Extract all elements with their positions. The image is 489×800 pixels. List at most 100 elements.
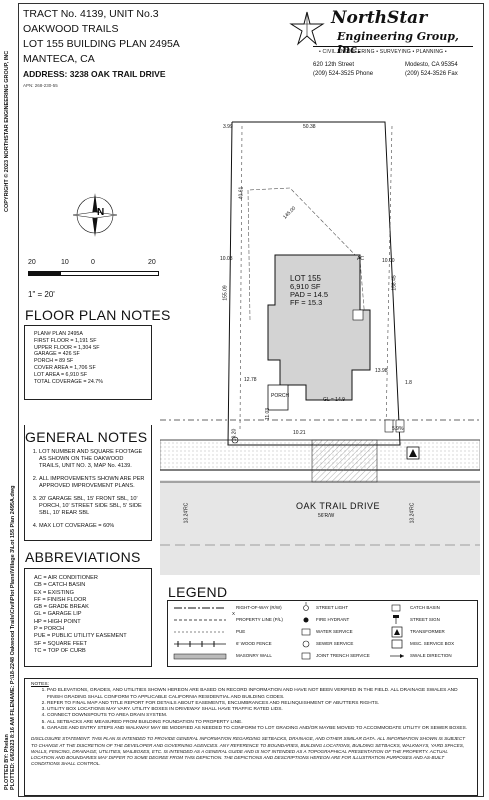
north-arrow-icon: N <box>72 193 118 237</box>
floor-note-0: PLAN# PLAN 2495A <box>34 331 83 337</box>
house-footprint <box>267 254 371 401</box>
tract-title: TRACT No. 4139, UNIT No.3 <box>23 8 159 20</box>
ff-elev: FF = 15.3 <box>290 298 323 307</box>
abbr-1: CB = CATCH BASIN <box>34 582 86 589</box>
abbreviations-box: AC = AIR CONDITIONER CB = CATCH BASIN EX… <box>24 568 152 667</box>
legend-item-pl: PROPERTY LINE (P/L) <box>236 617 283 622</box>
disclosure-statement: DISCLOSURE STATEMENT: THIS PLAN IS INTEN… <box>31 736 465 767</box>
plot-plan-drawing <box>160 121 480 575</box>
dim-10-21: 10.21 <box>293 430 306 436</box>
abbr-3: FF = FINISH FLOOR <box>34 596 87 603</box>
title-block: TRACT No. 4139, UNIT No.3 OAKWOOD TRAILS… <box>23 7 180 90</box>
dim-11-03: 11.03 <box>265 407 272 421</box>
note-6: GARAGE AND ENTRY STEPS AND WALKWAY MAY B… <box>47 726 472 732</box>
scale-tick-0: 20 <box>28 259 36 266</box>
floor-note-7: TOTAL COVERAGE = 24.7% <box>34 378 103 385</box>
driveway <box>311 439 378 483</box>
lot-title: LOT 155 BUILDING PLAN 2495A <box>23 38 180 50</box>
lot-info: LOT 155 6,910 SF PAD = 14.5 FF = 15.3 <box>290 275 328 307</box>
floor-notes-list: PLAN# PLAN 2495A FIRST FLOOR = 1,191 SF … <box>25 326 151 385</box>
dim-158-45: 158.45 <box>391 275 398 291</box>
city-title: MANTECA, CA <box>23 53 95 65</box>
general-notes-list: LOT NUMBER AND SQUARE FOOTAGE AS SHOWN O… <box>25 425 151 530</box>
curb-return-right: 13.24'RC <box>409 502 416 524</box>
legend-item-wall: MASONRY WALL <box>236 653 272 658</box>
legend-item-row: RIGHT-OF-WAY (R/W) <box>236 605 282 610</box>
abbr-6: HP = HIGH POINT <box>34 618 81 625</box>
floor-note-5: COVER AREA = 1,706 SF <box>34 364 96 371</box>
legend-item-transformer: TRANSFORMER <box>410 629 445 634</box>
general-note-4: MAX LOT COVERAGE = 60% <box>39 523 145 530</box>
scale-tick-1: 10 <box>61 259 69 266</box>
street-pavement <box>160 480 480 575</box>
abbr-2: EX = EXISTING <box>34 589 74 596</box>
legend-symbols <box>173 602 404 660</box>
floor-note-6: LOT AREA = 6,910 SF <box>34 371 88 378</box>
abbr-4: GB = GRADE BREAK <box>34 604 89 611</box>
note-1: PAD ELEVATIONS, GRADES, AND UTILITIES SH… <box>47 688 472 701</box>
porch <box>267 384 289 411</box>
general-notes-box: LOT NUMBER AND SQUARE FOOTAGE AS SHOWN O… <box>24 425 152 541</box>
legend-box <box>167 600 478 667</box>
abbr-10: TC = TOP OF CURB <box>34 647 86 654</box>
legend-item-fence: 6' WOOD FENCE <box>236 641 272 646</box>
general-notes-title: GENERAL NOTES <box>25 429 148 445</box>
plot-path-text: PLOTTED: 6/6/2023 8:16 AM FILENAME: P:\1… <box>10 485 16 790</box>
general-note-3: 20' GARAGE SBL, 15' FRONT SBL, 10' PORCH… <box>39 496 145 517</box>
logo-name: NorthStar <box>331 8 428 28</box>
address-title: ADDRESS: 3238 OAK TRAIL DRIVE <box>23 69 166 79</box>
abbreviations-title: ABBREVIATIONS <box>25 549 141 565</box>
legend-title: LEGEND <box>168 584 228 600</box>
subdivision-title: OAKWOOD TRAILS <box>23 23 119 35</box>
general-note-1: LOT NUMBER AND SQUARE FOOTAGE AS SHOWN O… <box>39 449 145 470</box>
pad-elev: PAD = 14.5 <box>290 290 329 299</box>
dim-3-99: 3.99 <box>223 124 233 130</box>
scale-tick-3: 20 <box>148 259 156 266</box>
dim-1-8: 1.8 <box>405 380 412 386</box>
lot-area: 6,910 SF <box>290 282 321 291</box>
scale-ratio: 1" = 20' <box>28 290 55 299</box>
legend-item-misc: MISC. SERVICE BOX <box>410 641 455 646</box>
notes-content: NOTES: PAD ELEVATIONS, GRADES, AND UTILI… <box>25 679 477 767</box>
legend-item-swale: SWALE DIRECTION <box>410 653 452 658</box>
floor-note-1: FIRST FLOOR = 1,191 SF <box>34 337 97 344</box>
logo-services: • CIVIL ENGINEERING • SURVEYING • PLANNI… <box>319 49 447 55</box>
dim-13-98: 13.98 <box>375 368 388 374</box>
logo-street: 620 12th Street <box>313 62 355 68</box>
dim-155-09: 155.09 <box>222 285 229 301</box>
scale-tick-2: 0 <box>91 259 95 266</box>
floor-note-3: GARAGE = 426 SF <box>34 351 80 358</box>
abbr-8: PUE = PUBLIC UTILITY EASEMENT <box>34 633 127 640</box>
svg-text:N: N <box>97 207 104 218</box>
side-margin: COPYRIGHT © 2023 NORTHSTAR ENGINEERING G… <box>2 0 16 800</box>
notes-title: NOTES: <box>31 682 49 687</box>
legend-item-pue: PUE <box>236 629 246 634</box>
lot-boundary <box>227 121 401 446</box>
dim-slope: 5.9% <box>392 426 404 432</box>
legend-item-joint: JOINT TRENCH SERVICE <box>316 653 370 658</box>
porch-label: PORCH <box>271 393 290 399</box>
note-4: CONNECT DOWNSPOUTS TO AREA DRAIN SYSTEM. <box>47 713 472 719</box>
copyright-text: COPYRIGHT © 2023 NORTHSTAR ENGINEERING G… <box>4 50 10 212</box>
note-5: ALL SETBACKS ARE MEASURED FROM BUILDING … <box>47 720 472 726</box>
legend-item-sign: STREET SIGN <box>410 617 440 622</box>
legend-box-x: X <box>232 611 236 616</box>
abbreviations-list: AC = AIR CONDITIONER CB = CATCH BASIN EX… <box>25 569 151 655</box>
legend-item-sewer: SEWER SERVICE <box>316 641 354 646</box>
floor-notes-title: FLOOR PLAN NOTES <box>25 307 171 323</box>
company-logo: NorthStar Engineering Group, Inc. • CIVI… <box>289 8 478 88</box>
note-3: UTILITY BOX LOCATIONS MAY VARY. UTILITY … <box>47 707 472 713</box>
star-logo-icon <box>289 11 325 46</box>
abbr-5: GL = GARAGE LIP <box>34 611 82 618</box>
abbr-0: AC = AIR CONDITIONER <box>34 575 98 581</box>
legend-item-water: WATER SERVICE <box>316 629 353 634</box>
floor-note-2: UPPER FLOOR = 1,304 SF <box>34 344 100 351</box>
abbr-7: P = PORCH <box>34 626 65 633</box>
dim-50-38: 50.38 <box>303 124 316 130</box>
floor-note-4: PORCH = 89 SF <box>34 358 74 365</box>
street-width: 56'R/W <box>318 513 335 519</box>
dim-12-78: 12.78 <box>244 377 257 383</box>
floor-notes-box: PLAN# PLAN 2495A FIRST FLOOR = 1,191 SF … <box>24 325 152 400</box>
legend-item-hydrant: FIRE HYDRANT <box>316 617 350 622</box>
apn-text: APN: 268-230-55 <box>23 83 58 88</box>
